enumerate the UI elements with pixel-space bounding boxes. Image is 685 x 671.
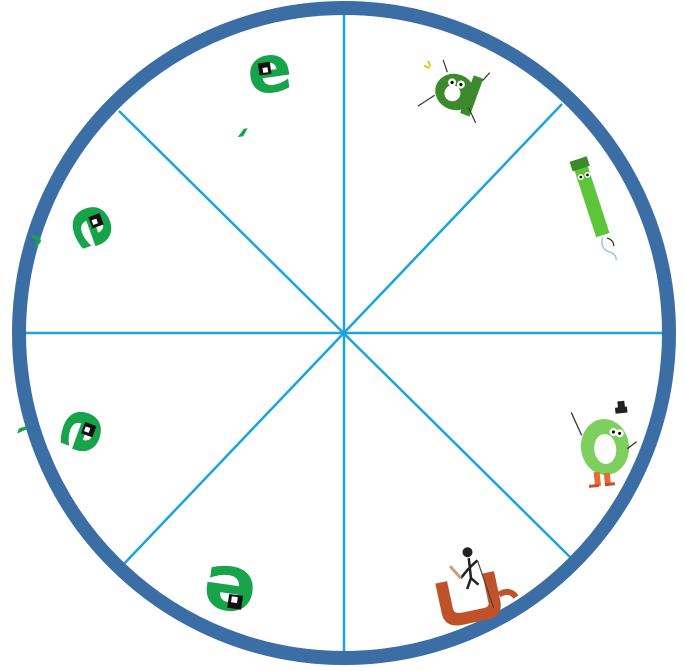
vowel-wheel: ə ə ` ə ˇ ə ´ [0, 0, 685, 671]
